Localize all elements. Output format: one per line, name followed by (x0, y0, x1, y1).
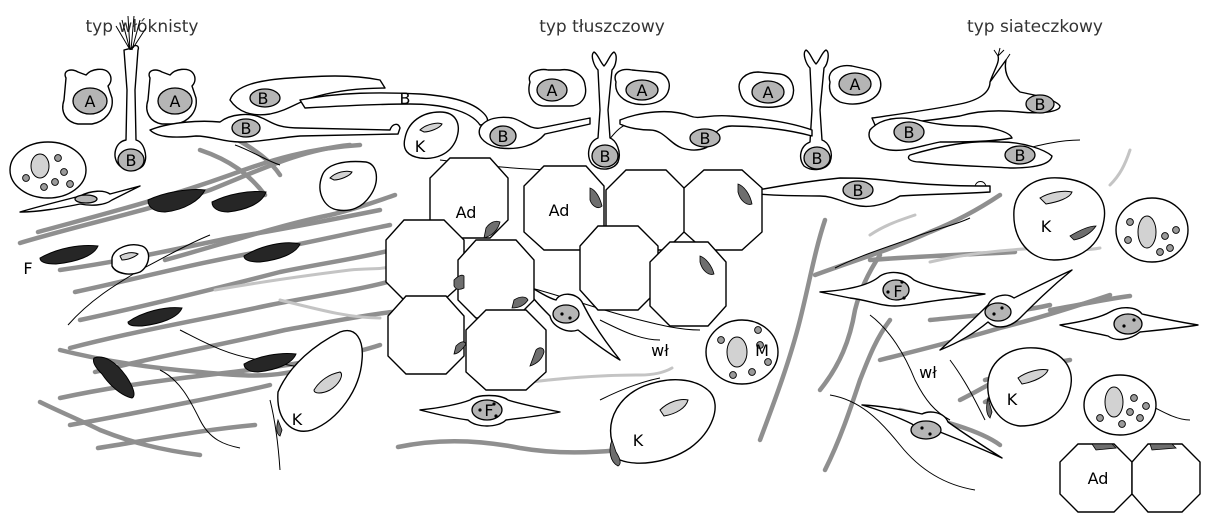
svg-text:A: A (170, 92, 181, 111)
adventitial-cell-a-3: A (529, 70, 586, 107)
svg-text:B: B (126, 151, 137, 170)
svg-text:K: K (633, 431, 644, 450)
elongated-cell-b-8: B (908, 142, 1052, 168)
elongated-cell-b-4: B (479, 117, 590, 148)
elongated-cell-b-9: B (758, 178, 990, 206)
elongated-cell-b-5: B (620, 112, 812, 150)
svg-text:F: F (484, 401, 493, 420)
label-ad-1: Ad (456, 203, 477, 222)
fibroblast-spindle-3 (1060, 308, 1198, 340)
label-ad-2: Ad (549, 201, 570, 220)
fibroblast-spindle-f-2: F (420, 396, 560, 427)
macrophage-cell-k-3 (112, 245, 149, 274)
svg-text:B: B (498, 127, 509, 146)
macrophage-cell-k-4: K (277, 331, 363, 436)
stalk-cell-b-3: B (801, 50, 832, 169)
elongated-cell-b-2: B (300, 89, 488, 125)
svg-text:A: A (85, 92, 96, 111)
adventitial-cell-a-2: A (147, 69, 196, 124)
svg-text:B: B (400, 89, 411, 108)
svg-text:B: B (904, 123, 915, 142)
adventitial-cell-a-4: A (615, 70, 669, 105)
label-wl-1: wł (651, 341, 669, 360)
svg-text:B: B (812, 149, 823, 168)
mast-cell-3 (1116, 198, 1188, 262)
label-ad-3: Ad (1088, 469, 1109, 488)
mast-cell-4 (1084, 375, 1156, 435)
svg-text:B: B (258, 89, 269, 108)
svg-text:K: K (415, 137, 426, 156)
title-fatty-type: typ tłuszczowy (539, 17, 665, 37)
svg-text:F: F (893, 282, 902, 301)
svg-text:K: K (292, 410, 303, 429)
adventitial-cell-a-6: A (829, 66, 880, 104)
svg-text:K: K (1041, 217, 1052, 236)
adventitial-cell-a-5: A (739, 72, 793, 107)
adventitial-cell-a-1: A (63, 69, 112, 124)
mast-cell-m: M (706, 320, 778, 384)
svg-text:B: B (241, 119, 252, 138)
elongated-cell-b-6: B (872, 48, 1060, 125)
label-f-fibrocyte: F (23, 259, 32, 278)
title-reticular-type: typ siateczkowy (967, 17, 1103, 37)
mast-cell-1 (10, 142, 86, 198)
macrophage-cell-k-5: K (610, 380, 715, 466)
svg-text:K: K (1007, 390, 1018, 409)
fibroblast-spindle-f-1: F (820, 273, 985, 306)
svg-text:B: B (1015, 146, 1026, 165)
label-wl-2: wł (919, 363, 937, 382)
macrophage-cell-k-7: K (987, 348, 1072, 426)
svg-text:A: A (763, 83, 774, 102)
svg-text:A: A (547, 81, 558, 100)
svg-text:B: B (700, 129, 711, 148)
svg-text:B: B (1035, 95, 1046, 114)
stalk-cell-b-2: B (589, 52, 620, 169)
svg-text:B: B (600, 147, 611, 166)
stalk-cell-b-1: B (115, 16, 146, 171)
macrophage-cell-k-1: K (404, 112, 458, 158)
svg-text:B: B (853, 181, 864, 200)
svg-text:M: M (755, 341, 769, 360)
svg-text:A: A (850, 75, 861, 94)
svg-text:A: A (637, 81, 648, 100)
